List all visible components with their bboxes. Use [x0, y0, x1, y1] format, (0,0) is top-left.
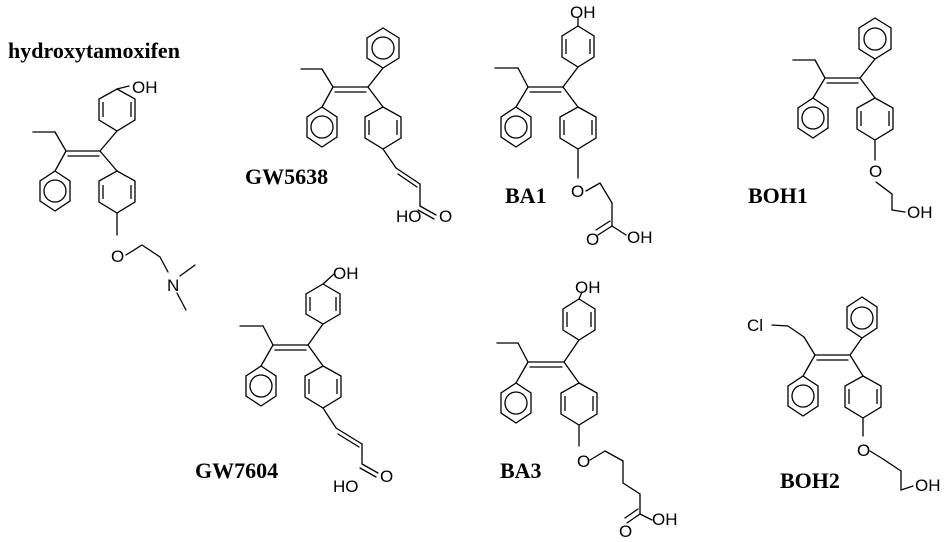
atom-cl: Cl [747, 316, 763, 335]
atom-n: N [167, 276, 179, 295]
atom-o: O [439, 207, 452, 226]
compound-name-ba1: BA1 [505, 183, 547, 208]
atom-oh: OH [570, 3, 596, 22]
atom-oh: OH [575, 278, 601, 297]
atom-o: O [869, 162, 882, 181]
structure-boh2: BOH2 Cl O OH [747, 296, 941, 495]
atom-ho: HO [333, 477, 359, 496]
atom-oh: OH [333, 264, 359, 283]
compound-name-gw5638: GW5638 [245, 164, 328, 189]
atom-o: O [619, 522, 632, 541]
structure-hydroxytamoxifen: hydroxytamoxifen OH O N [8, 38, 196, 311]
compound-name-boh2: BOH2 [780, 468, 840, 493]
structure-gw5638: GW5638 HO O [245, 27, 452, 226]
structure-ba1: BA1 OH O O OH [494, 3, 653, 249]
structure-gw7604: GW7604 OH HO O [195, 264, 393, 496]
atom-o: O [857, 441, 870, 460]
atom-ho: HO [396, 207, 422, 226]
atom-o: O [577, 452, 590, 471]
atom-o: O [111, 247, 124, 266]
compound-name-boh1: BOH1 [748, 183, 808, 208]
structure-ba3: BA3 OH O O OH [496, 278, 678, 541]
structure-boh1: BOH1 O OH [748, 17, 933, 222]
atom-oh: OH [915, 476, 941, 495]
atom-oh: OH [907, 203, 933, 222]
atom-oh: OH [627, 228, 653, 247]
atom-o: O [571, 182, 584, 201]
compound-name-hydroxytamoxifen: hydroxytamoxifen [8, 38, 180, 63]
atom-o: O [586, 230, 599, 249]
atom-oh: OH [132, 78, 158, 97]
atom-oh: OH [652, 510, 678, 529]
compound-name-ba3: BA3 [500, 458, 542, 483]
atom-o: O [380, 467, 393, 486]
compound-name-gw7604: GW7604 [195, 458, 278, 483]
